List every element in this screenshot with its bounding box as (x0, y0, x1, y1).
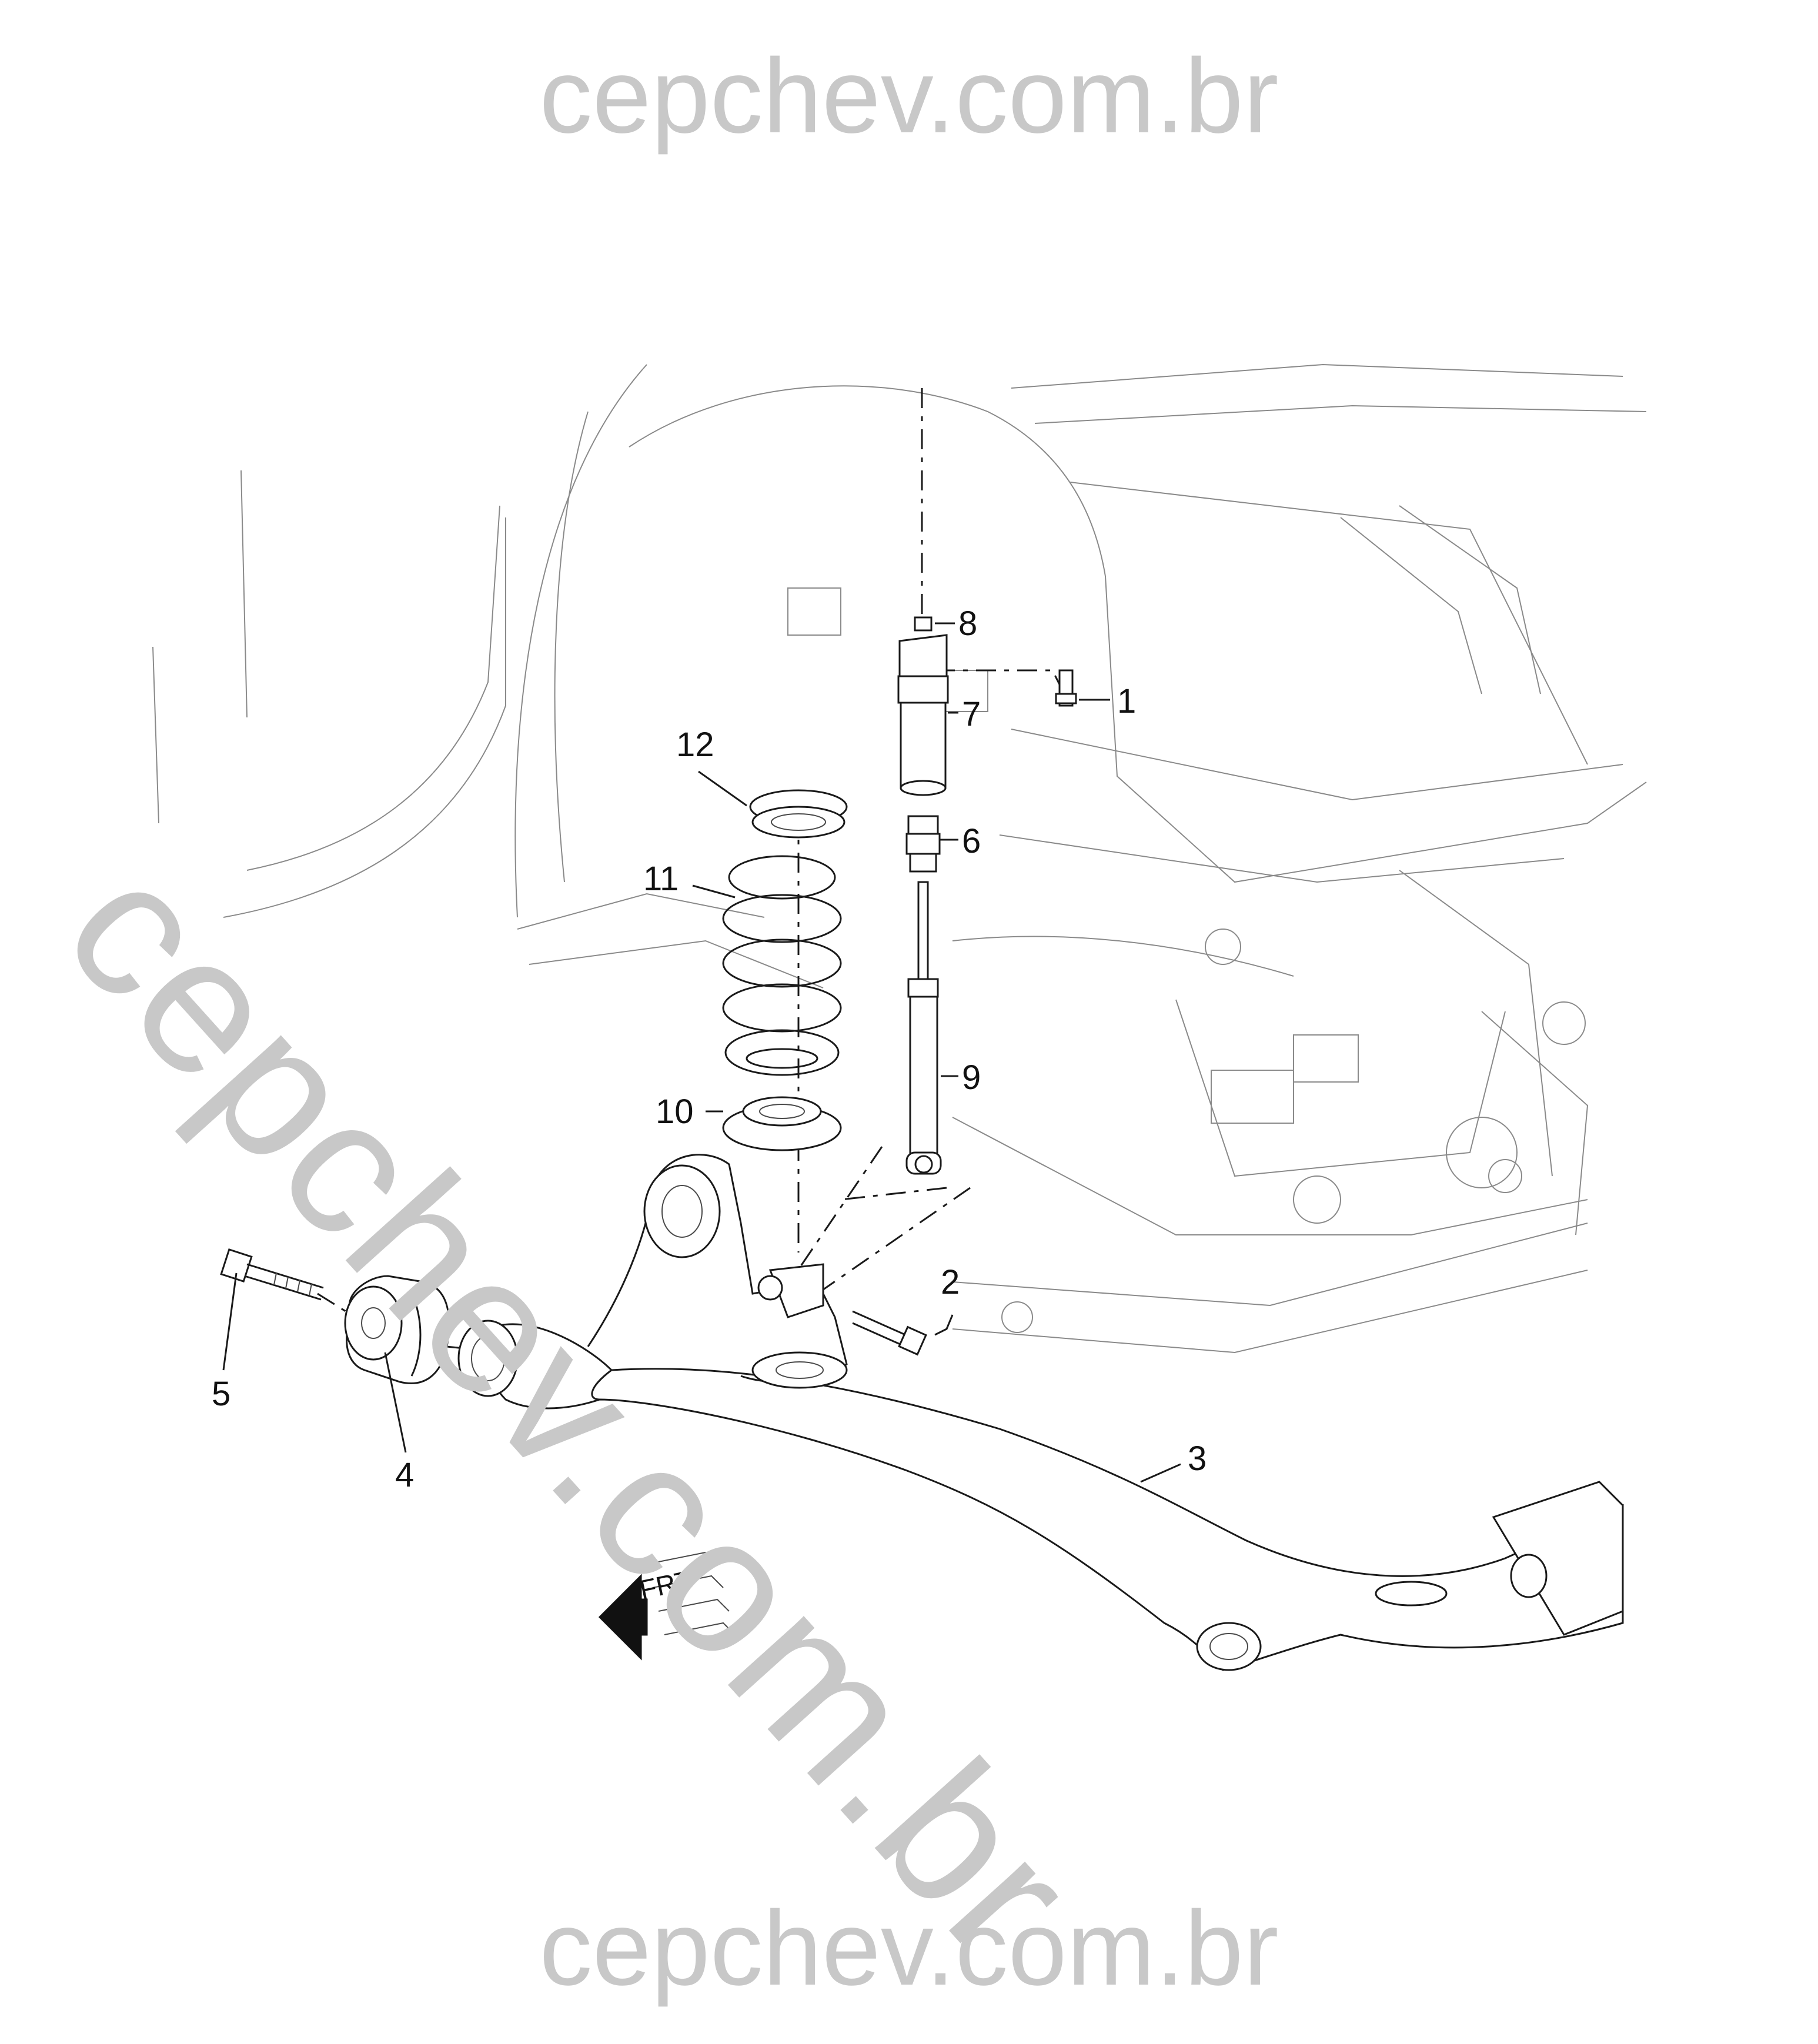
part-2-bolt (852, 1310, 927, 1356)
part-6-jounce-bumper (905, 815, 941, 873)
part-3-rear-axle (457, 1154, 1624, 1671)
part-7-shock-upper (897, 634, 949, 796)
vehicle-body-outline (152, 363, 1647, 1354)
front-direction-arrow (598, 1551, 736, 1661)
callout-6: 6 (962, 822, 981, 860)
part-11-coil-spring (722, 855, 842, 1076)
callout-5: 5 (212, 1375, 230, 1413)
watermark-bottom: cepchev.com.br (539, 1889, 1279, 2008)
part-9-shock-absorber (905, 881, 942, 1175)
watermark-top: cepchev.com.br (539, 37, 1279, 155)
part-4-bushing (344, 1275, 450, 1384)
part-10-lower-insulator (722, 1096, 842, 1151)
callout-2: 2 (941, 1263, 960, 1301)
callout-1: 1 (1117, 682, 1136, 720)
part-1-bolt (1055, 669, 1077, 707)
callout-7: 7 (962, 695, 981, 733)
callout-10: 10 (656, 1093, 694, 1131)
part-5-bolt (220, 1248, 324, 1301)
leader-lines (222, 622, 1181, 1483)
callout-9: 9 (962, 1058, 981, 1097)
callout-8: 8 (958, 604, 977, 643)
part-8-nut (914, 616, 933, 632)
callout-12: 12 (676, 726, 714, 764)
callout-11: 11 (643, 860, 679, 898)
callout-4: 4 (395, 1456, 414, 1494)
part-12-upper-insulator (749, 789, 848, 839)
callout-3: 3 (1188, 1440, 1207, 1478)
